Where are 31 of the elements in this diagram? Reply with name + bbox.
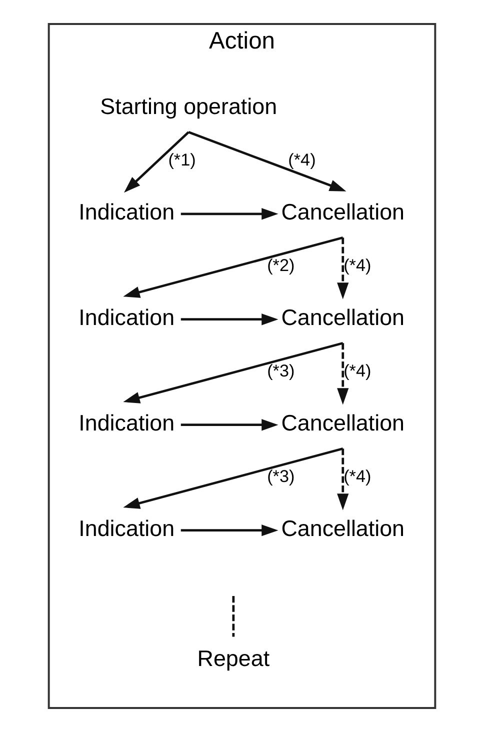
node-text: Cancellation [281, 410, 405, 436]
connector [232, 596, 235, 637]
node-text: Indication [78, 516, 175, 541]
node-text: Starting operation [100, 94, 278, 119]
node-text: Indication [78, 199, 175, 224]
arrow [123, 447, 344, 509]
node-text: Indication [78, 410, 175, 436]
arrow [188, 131, 346, 192]
edge-label: (*4) [344, 466, 372, 486]
edge-label: (*2) [267, 255, 295, 276]
node-text: Cancellation [281, 304, 405, 330]
arrow [180, 524, 278, 536]
arrow [337, 343, 349, 405]
node-text: Cancellation [281, 516, 405, 541]
node-text: Repeat [197, 646, 270, 671]
arrow [180, 419, 278, 431]
arrow [123, 342, 344, 404]
edge-label: (*4) [344, 360, 372, 381]
arrow [337, 448, 349, 510]
node-text: Indication [78, 304, 175, 330]
arrow [180, 208, 278, 220]
arrow [180, 314, 278, 326]
edge-label: (*4) [344, 255, 372, 276]
edge-label: (*3) [267, 360, 295, 381]
node-text: Cancellation [281, 199, 405, 224]
arrow [123, 236, 344, 298]
edge-label: (*3) [267, 466, 295, 486]
arrow [124, 131, 190, 193]
arrow [337, 238, 349, 300]
edge-label: (*1) [168, 150, 196, 170]
edge-label: (*4) [288, 150, 316, 170]
